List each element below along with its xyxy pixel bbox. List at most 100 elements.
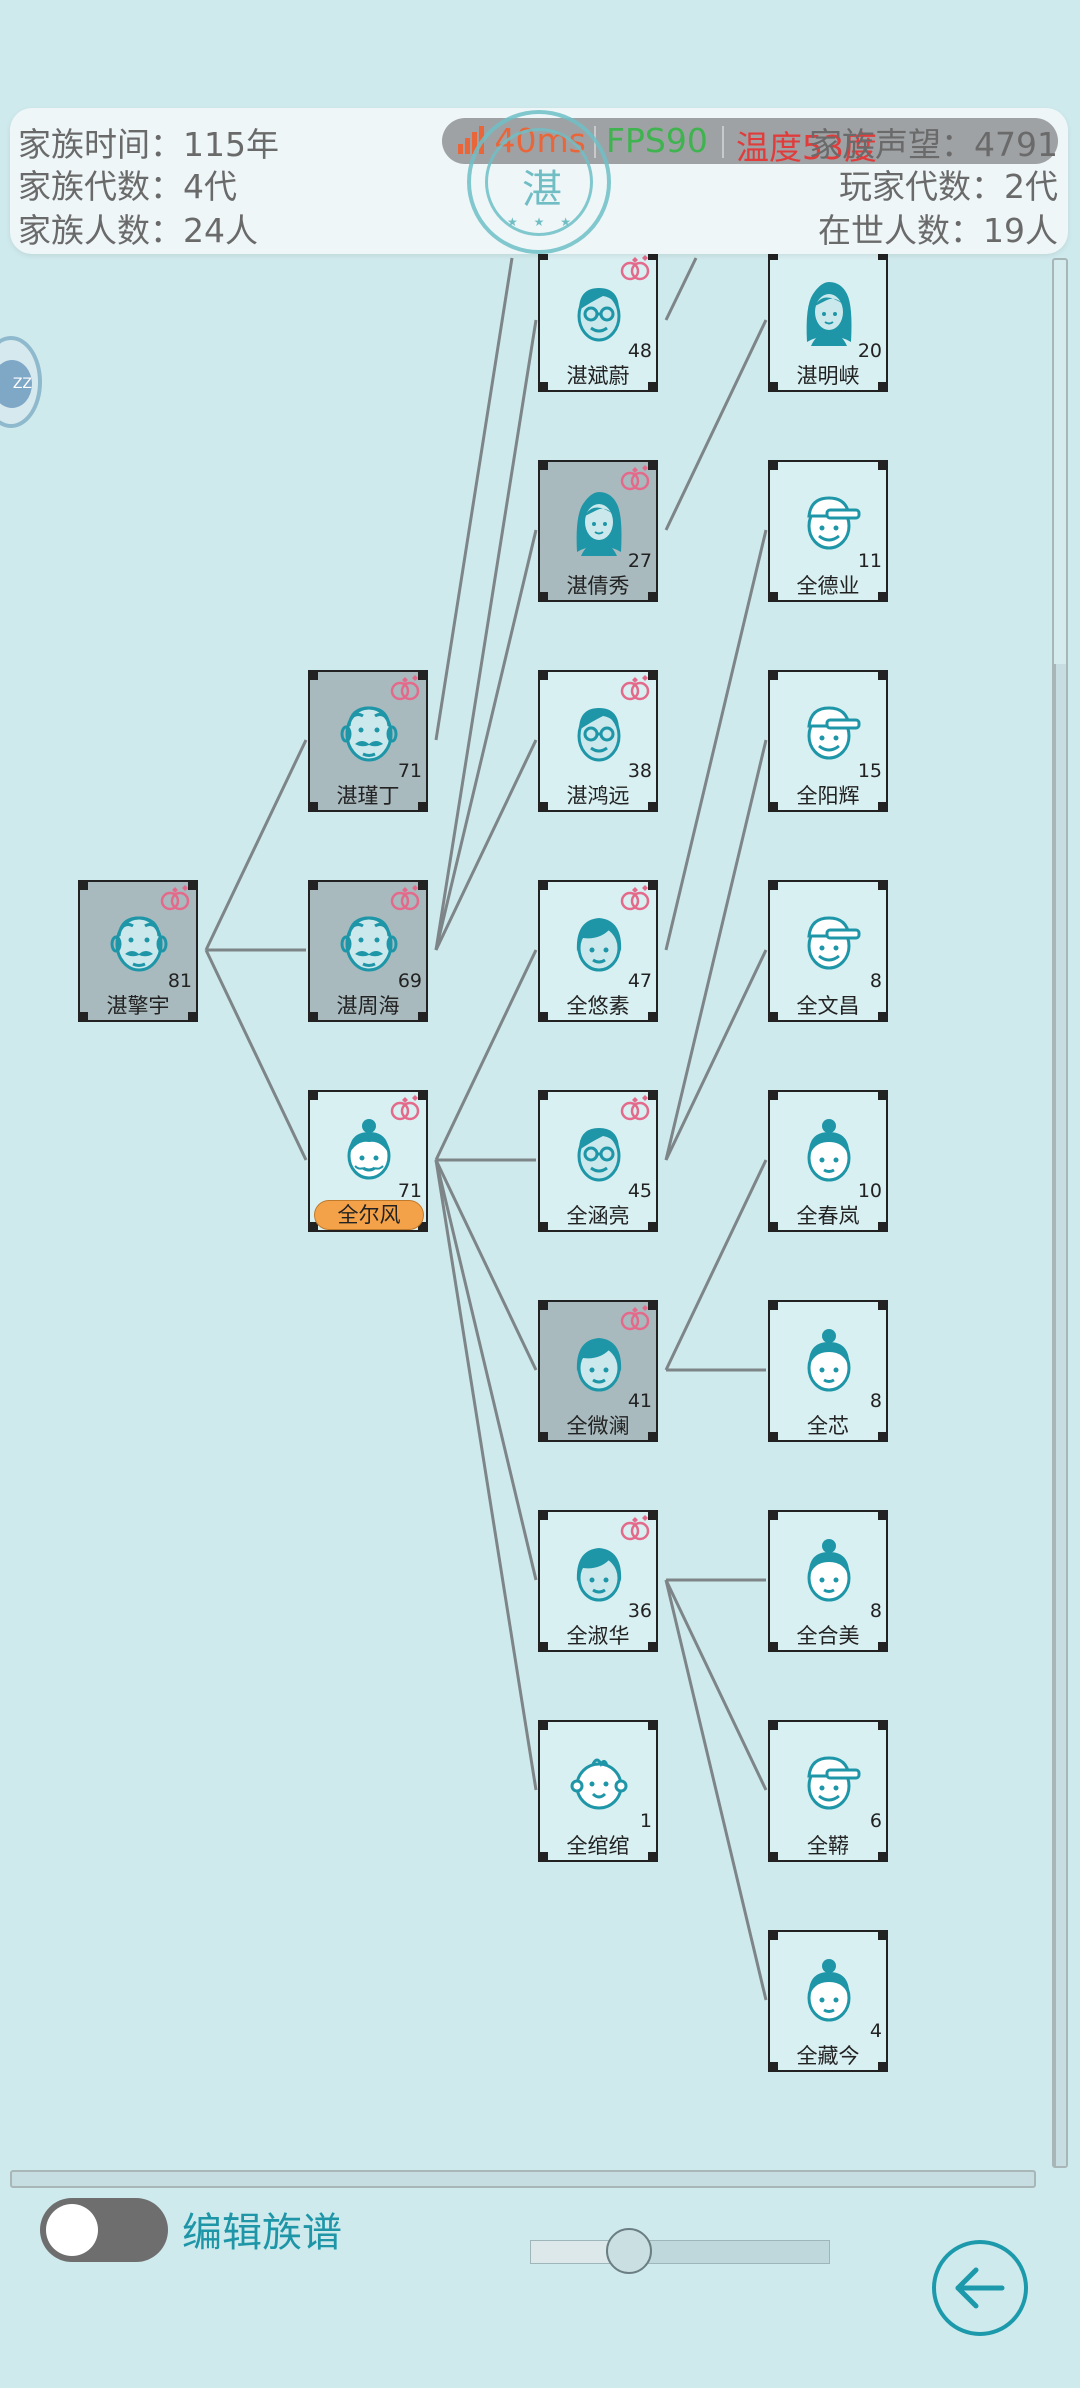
card-corner (78, 1012, 88, 1022)
card-corner (648, 1852, 658, 1862)
marriage-rings-icon (388, 674, 422, 702)
back-button[interactable] (932, 2240, 1028, 2336)
man-glasses-icon (577, 1128, 621, 1182)
member-name: 全德业 (796, 574, 860, 598)
member-age: 48 (627, 340, 652, 362)
member-age: 45 (627, 1180, 652, 1202)
member-name: 湛斌蔚 (566, 364, 630, 388)
card-corner (648, 250, 658, 260)
card-corner (768, 880, 778, 890)
card-corner (878, 1012, 888, 1022)
card-corner (878, 382, 888, 392)
member-age: 36 (627, 1600, 652, 1622)
card-corner (878, 802, 888, 812)
card-corner (878, 1090, 888, 1100)
card-corner (768, 1300, 778, 1310)
edit-tree-label: 编辑族谱 (182, 2210, 342, 2256)
card-corner (648, 1720, 658, 1730)
card-corner (648, 592, 658, 602)
marriage-rings-icon (618, 884, 652, 912)
family-generations: 家族代数：4代 (18, 167, 237, 206)
card-corner (418, 1012, 428, 1022)
family-time: 家族时间：115年 (18, 125, 279, 164)
girl-bun-icon (807, 1959, 851, 2022)
card-corner (538, 460, 548, 470)
player-generations: 玩家代数：2代 (839, 167, 1058, 206)
woman-long-hair-icon (806, 282, 852, 346)
side-bubble-label: ZZ (0, 360, 32, 408)
member-age: 27 (627, 550, 652, 572)
horizontal-scrollbar[interactable] (10, 2170, 1036, 2188)
card-corner (78, 880, 88, 890)
marriage-rings-icon (618, 254, 652, 282)
member-age: 11 (857, 550, 882, 572)
zoom-slider-handle[interactable] (606, 2228, 652, 2274)
member-age: 10 (857, 1180, 882, 1202)
card-corner (878, 1510, 888, 1520)
card-corner (878, 2062, 888, 2072)
card-corner (538, 1852, 548, 1862)
member-name: 湛倩秀 (566, 574, 630, 598)
member-name: 湛周海 (336, 994, 400, 1018)
card-corner (878, 880, 888, 890)
member-age: 47 (627, 970, 652, 992)
member-name: 湛瑾丁 (336, 784, 400, 808)
family-seal-logo: 湛 ★ ★ ★ (467, 110, 611, 254)
card-corner (768, 1012, 778, 1022)
card-corner (538, 1720, 548, 1730)
card-corner (648, 670, 658, 680)
edit-tree-toggle[interactable] (40, 2198, 168, 2262)
member-age: 8 (869, 1600, 882, 1622)
card-corner (308, 1012, 318, 1022)
card-corner (418, 802, 428, 812)
card-corner (538, 670, 548, 680)
member-name: 全绾绾 (566, 1834, 630, 1858)
card-corner (418, 1222, 428, 1232)
member-name: 全淑华 (566, 1624, 630, 1648)
member-name: 湛明峡 (796, 364, 860, 388)
card-corner (768, 670, 778, 680)
card-corner (768, 1090, 778, 1100)
vertical-scrollbar-thumb[interactable] (1054, 664, 1066, 2166)
card-corner (878, 1930, 888, 1940)
member-name: 全鞯 (807, 1834, 849, 1858)
card-corner (308, 670, 318, 680)
card-corner (308, 880, 318, 890)
woman-long-hair-icon (576, 492, 622, 556)
woman-short-hair-icon (576, 1338, 622, 1392)
card-corner (768, 2062, 778, 2072)
member-name: 全藏今 (796, 2044, 860, 2068)
boy-cap-icon (807, 1756, 861, 1810)
member-name-player-highlight: 全尔风 (314, 1200, 424, 1230)
card-corner (538, 1432, 548, 1442)
boy-cap-icon (807, 706, 861, 760)
man-glasses-icon (577, 288, 621, 342)
card-corner (648, 1642, 658, 1652)
card-corner (768, 1852, 778, 1862)
elder-mustache-icon (340, 706, 398, 762)
boy-cap-icon (807, 496, 861, 550)
card-corner (538, 1090, 548, 1100)
card-corner (878, 250, 888, 260)
